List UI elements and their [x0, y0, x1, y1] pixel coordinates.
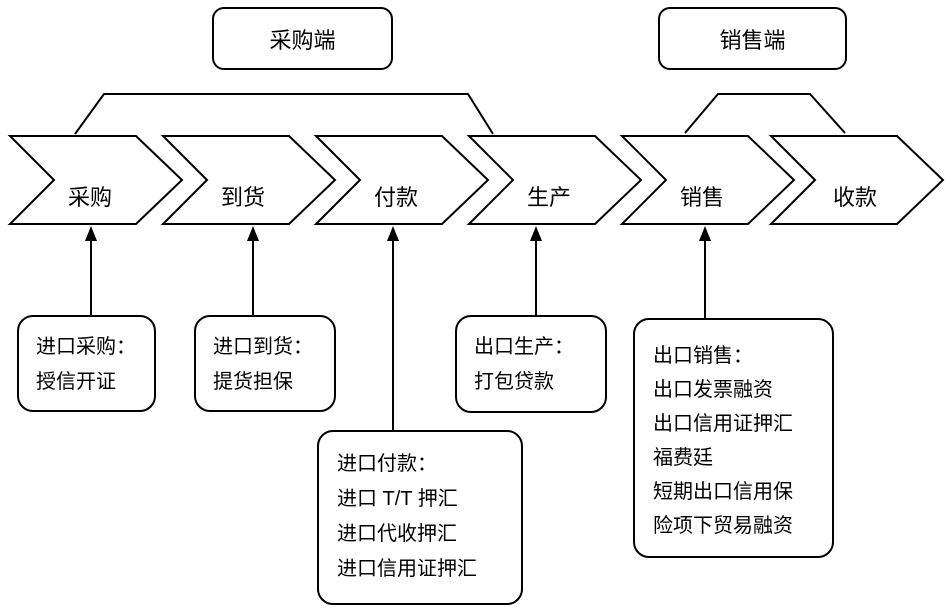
- callout-item: 授信开证: [36, 371, 116, 393]
- stage-chevron-collection: [768, 135, 945, 225]
- stage-chevron-production: [466, 135, 643, 225]
- stage-chevron-procure: [7, 135, 184, 225]
- sales-bracket-line: [684, 93, 846, 134]
- callout-item: 打包贷款: [474, 371, 554, 393]
- callout-title: 进口到货：: [213, 336, 313, 358]
- callout-item: 短期出口信用保: [653, 481, 793, 503]
- stage-label-arrival: 到货: [220, 185, 265, 210]
- arrow-export-production: [530, 226, 542, 316]
- callout-item: 出口信用证押汇: [653, 413, 793, 435]
- callout-item: 进口 T/T 押汇: [337, 488, 458, 510]
- arrow-import-arrival: [247, 226, 259, 316]
- callout-item: 险项下贸易融资: [653, 515, 793, 537]
- callout-title: 进口采购：: [36, 336, 136, 358]
- arrow-import-payment: [387, 226, 399, 431]
- callout-item: 提货担保: [213, 371, 293, 393]
- callout-import-arrival: 进口到货： 提货担保: [194, 315, 336, 412]
- callout-export-production: 出口生产： 打包贷款: [455, 315, 607, 413]
- callout-title: 出口销售：: [653, 345, 753, 367]
- group-box-sales: 销售端: [658, 7, 847, 70]
- callout-item: 进口信用证押汇: [337, 558, 477, 580]
- callout-title: 进口付款：: [337, 453, 437, 475]
- stage-label-production: 生产: [526, 185, 571, 210]
- callout-import-payment: 进口付款： 进口 T/T 押汇 进口代收押汇 进口信用证押汇: [317, 430, 523, 605]
- group-box-sales-label: 销售端: [719, 27, 786, 53]
- stage-label-collection: 收款: [832, 185, 877, 210]
- stage-label-procure: 采购: [67, 185, 112, 210]
- callout-item: 进口代收押汇: [337, 523, 457, 545]
- stage-label-payment: 付款: [373, 185, 418, 210]
- stage-label-sales: 销售: [679, 185, 724, 210]
- stage-chevron-arrival: [160, 135, 337, 225]
- group-box-procurement-label: 采购端: [269, 27, 336, 53]
- callout-item: 出口发票融资: [653, 379, 773, 401]
- arrow-import-purchase: [85, 226, 97, 316]
- callout-item: 福费廷: [653, 447, 713, 469]
- stage-chevron-sales: [619, 135, 796, 225]
- callout-title: 出口生产：: [474, 336, 574, 358]
- arrow-export-sales: [699, 226, 711, 319]
- group-box-procurement: 采购端: [212, 7, 393, 70]
- stage-chevron-payment: [313, 135, 490, 225]
- callout-import-purchase: 进口采购： 授信开证: [17, 315, 156, 412]
- procurement-bracket-line: [74, 93, 494, 135]
- callout-export-sales: 出口销售： 出口发票融资 出口信用证押汇 福费廷 短期出口信用保 险项下贸易融资: [633, 318, 834, 558]
